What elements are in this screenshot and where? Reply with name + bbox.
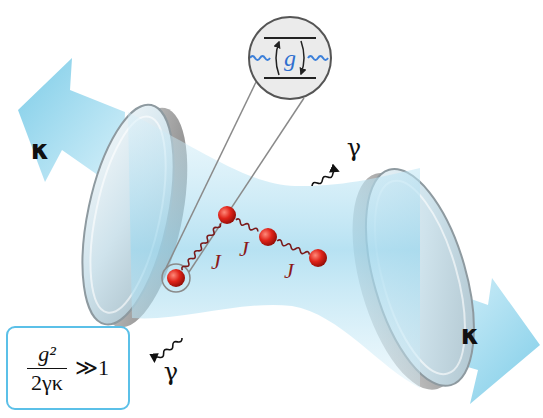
atom [218,206,236,224]
atom [309,249,327,267]
atom [167,206,327,287]
atom [259,228,277,246]
fraction-numerator: g² [34,340,60,367]
decay-rate-gamma: γ [347,134,361,162]
two-level-atom [250,56,270,60]
two-level-atom [264,37,316,39]
hopping-label: J [239,236,249,262]
coupling-wave [276,239,310,256]
two-level-atom [248,16,332,100]
atom [167,269,185,287]
emission-wave [153,169,339,362]
fraction: g²2γκ [27,340,67,396]
hopping-label: J [284,258,294,284]
coupling-label: g [284,46,296,70]
cavity-mode [128,112,420,388]
two-level-atom [264,77,316,79]
fraction-denominator: 2γκ [27,368,67,396]
decay-rate-kappa: κ [31,135,49,165]
decay-rate-kappa: κ [461,320,479,350]
zoom-leader [166,82,256,268]
hopping-label: J [211,249,221,275]
emission-wave [311,169,339,187]
formula-box: g²2γκ ≫1 [6,326,130,410]
coupling-wave [235,218,259,233]
two-level-atom [301,41,304,74]
decay-rate-gamma: γ [164,358,178,386]
inequality: ≫1 [75,355,109,381]
two-level-atom [276,42,279,75]
two-level-atom [248,16,332,100]
zoom-inset: g [248,16,332,100]
zoom-leader [162,82,304,292]
two-level-atom [308,56,328,60]
inset-outline [249,17,331,99]
zoom-leader [189,98,304,272]
zoom-leader [162,264,190,292]
